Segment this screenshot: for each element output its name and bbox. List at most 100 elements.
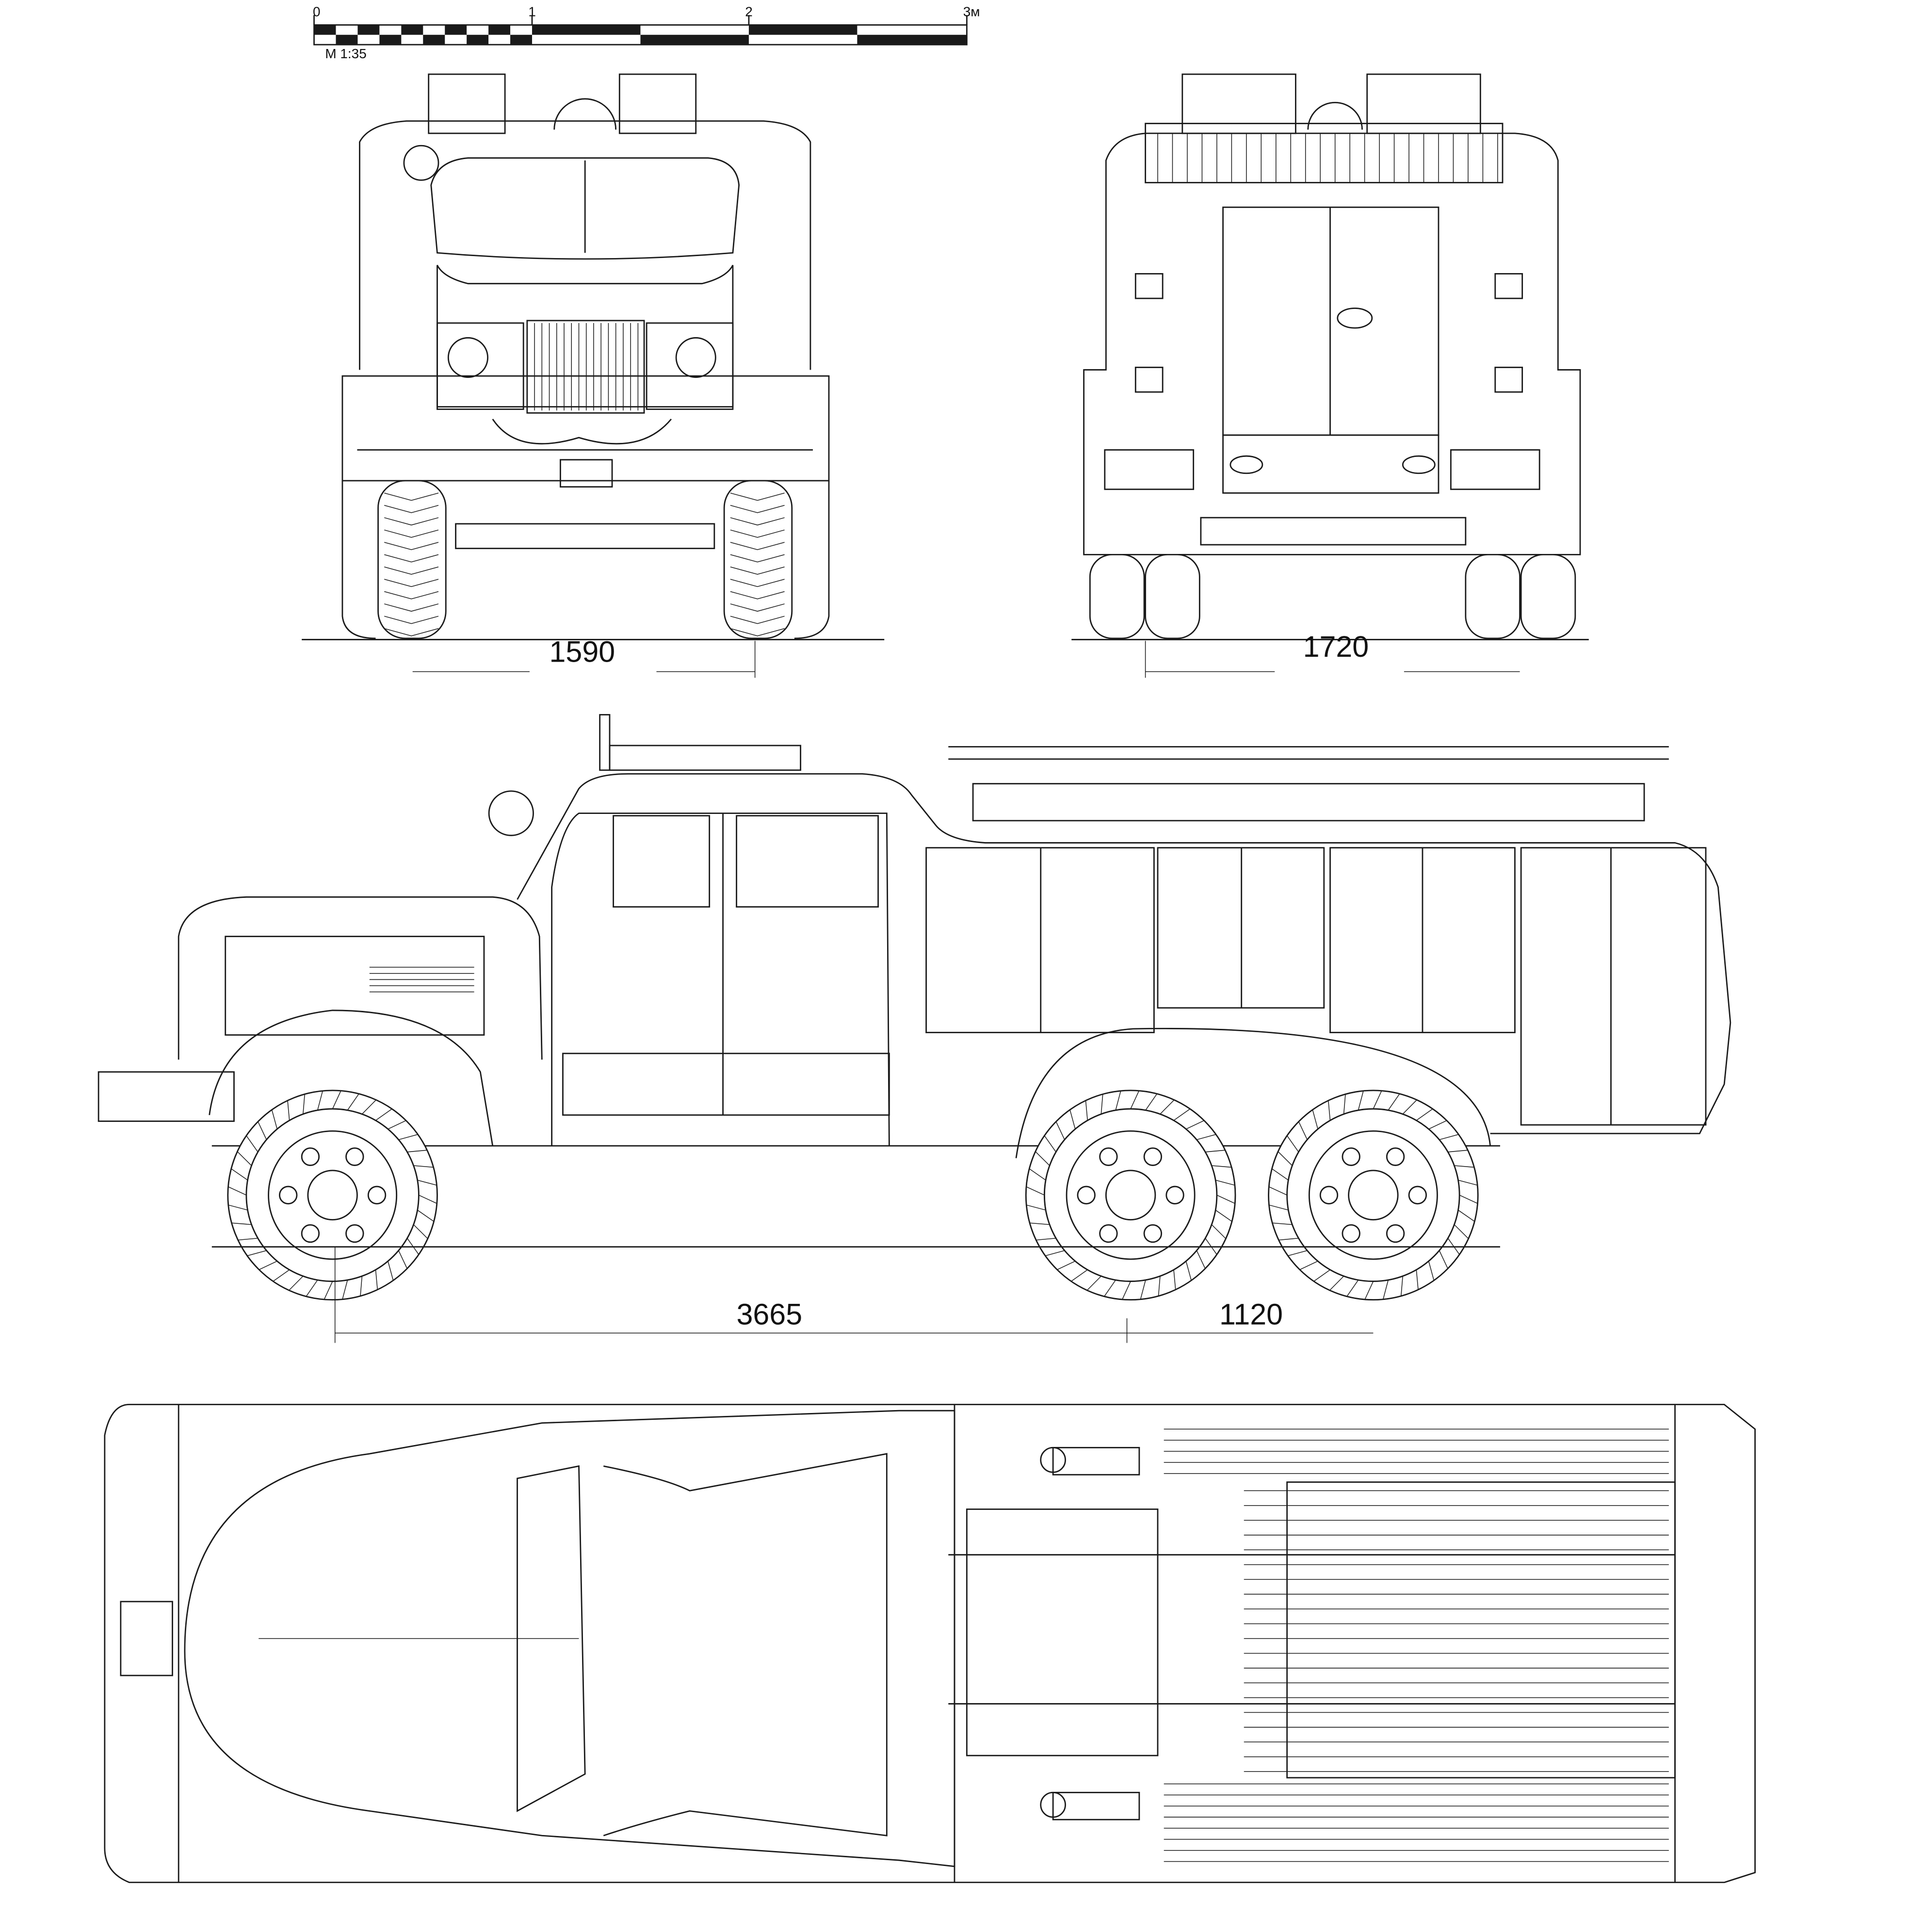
tire-tread: [306, 1280, 318, 1297]
tire-tread: [1057, 1261, 1076, 1270]
tire-tread: [407, 1150, 427, 1153]
tire-tread: [1185, 1261, 1192, 1281]
wheel-tire: [227, 1089, 438, 1301]
tire-tread: [730, 567, 785, 575]
tire-tread: [1358, 1090, 1364, 1110]
tire-tread: [273, 1269, 290, 1282]
tire-tread: [1173, 1269, 1176, 1290]
tire-tread: [730, 579, 785, 587]
tire-tread: [1416, 1108, 1433, 1121]
tire-tread: [1100, 1094, 1103, 1114]
tire-tread: [1216, 1195, 1235, 1204]
wheel-tire: [1268, 1089, 1479, 1301]
tire-tread: [1035, 1151, 1050, 1166]
tire-tread: [1029, 1168, 1046, 1181]
tire-tread: [417, 1210, 434, 1222]
tire-tread: [1439, 1134, 1459, 1140]
tire-tread: [1428, 1120, 1447, 1130]
tire-tread: [1269, 1204, 1289, 1211]
tire-tread: [384, 567, 439, 575]
tire-tread: [238, 1237, 258, 1241]
scale-label-0: 0: [313, 4, 321, 19]
tire-tread: [1458, 1210, 1475, 1222]
tire-tread: [1122, 1281, 1131, 1300]
dimension-rear-bogie: 1120: [1219, 1298, 1283, 1331]
tire-tread: [1416, 1269, 1419, 1290]
tire-tread: [384, 616, 439, 624]
tire-tread: [730, 591, 785, 600]
scale-segment: [640, 34, 749, 45]
tire-tread: [1388, 1093, 1400, 1111]
dimension-wheelbase: 3665: [737, 1298, 803, 1331]
tire-tread: [1055, 1121, 1065, 1140]
tire-tread: [730, 616, 785, 624]
rim-hole: [279, 1185, 298, 1204]
scale-segment: [532, 25, 641, 35]
tire-tread: [271, 1109, 278, 1129]
tire-tread: [1069, 1109, 1076, 1129]
tire-tread: [1145, 1093, 1158, 1111]
dimension-rear-track: 1720: [1303, 630, 1369, 663]
tire-tread: [1272, 1168, 1289, 1181]
tire-tread: [1299, 1261, 1318, 1270]
tire-tread: [332, 1090, 341, 1109]
scale-label-2: 2: [745, 4, 753, 19]
tire-tread: [1313, 1269, 1330, 1282]
rim-hole: [1386, 1147, 1405, 1166]
scale-segment: [510, 34, 533, 45]
scale-segment: [748, 25, 857, 35]
tire-tread: [1196, 1250, 1206, 1269]
rim-hole: [301, 1147, 320, 1166]
tire-tread: [324, 1281, 333, 1300]
tire-tread: [1428, 1261, 1435, 1281]
tire-tread: [384, 628, 439, 636]
scale-segment: [357, 25, 380, 35]
tire-tread: [231, 1168, 248, 1181]
scale-bar: 0 1 2 3м M 1:35: [313, 4, 980, 61]
tire-tread: [1312, 1109, 1318, 1129]
tire-tread: [1278, 1237, 1299, 1241]
tire-tread: [228, 1186, 247, 1196]
tire-tread: [384, 529, 439, 538]
scale-label-3: 3м: [963, 4, 980, 19]
rim-hole: [345, 1224, 364, 1243]
scale-segment: [314, 25, 336, 35]
tire-tread: [1400, 1276, 1403, 1296]
tire-tread: [259, 1261, 277, 1270]
tire-tread: [398, 1134, 418, 1140]
tire-tread: [1454, 1224, 1469, 1239]
tire-tread: [1329, 1276, 1344, 1291]
tire-tread: [1173, 1108, 1191, 1121]
top-view: [104, 1404, 1756, 1883]
rim-hole: [1342, 1224, 1360, 1243]
tire-tread: [237, 1151, 252, 1166]
tire-tread: [1448, 1150, 1468, 1153]
rim-hole: [1099, 1224, 1118, 1243]
tire-tread: [730, 554, 785, 563]
tire-tread: [1211, 1224, 1226, 1239]
scale-segment: [401, 25, 423, 35]
wheel-hub: [307, 1169, 358, 1221]
tire-tread: [730, 628, 785, 636]
tire-tread: [1383, 1280, 1389, 1299]
scale-segment: [379, 34, 402, 45]
tire-tread: [1459, 1195, 1478, 1204]
rear-view: 1720: [1071, 73, 1589, 678]
wheel-rim: [1308, 1130, 1438, 1260]
tire-tread: [1272, 1222, 1293, 1225]
scale-label-1: 1: [528, 4, 536, 19]
tire-tread: [398, 1250, 408, 1269]
tire-tread: [342, 1280, 348, 1299]
tire-tread: [384, 492, 439, 501]
tire-tread: [1115, 1090, 1121, 1110]
tire-tread: [1343, 1094, 1346, 1114]
tire-tread: [1287, 1135, 1299, 1153]
tire-tread: [375, 1269, 378, 1290]
rim-hole: [301, 1224, 320, 1243]
tire-tread: [1029, 1222, 1050, 1225]
tire-tread: [347, 1093, 359, 1111]
rim-hole: [1143, 1147, 1163, 1166]
scale-segment: [488, 25, 511, 35]
tire-tread: [1071, 1269, 1088, 1282]
